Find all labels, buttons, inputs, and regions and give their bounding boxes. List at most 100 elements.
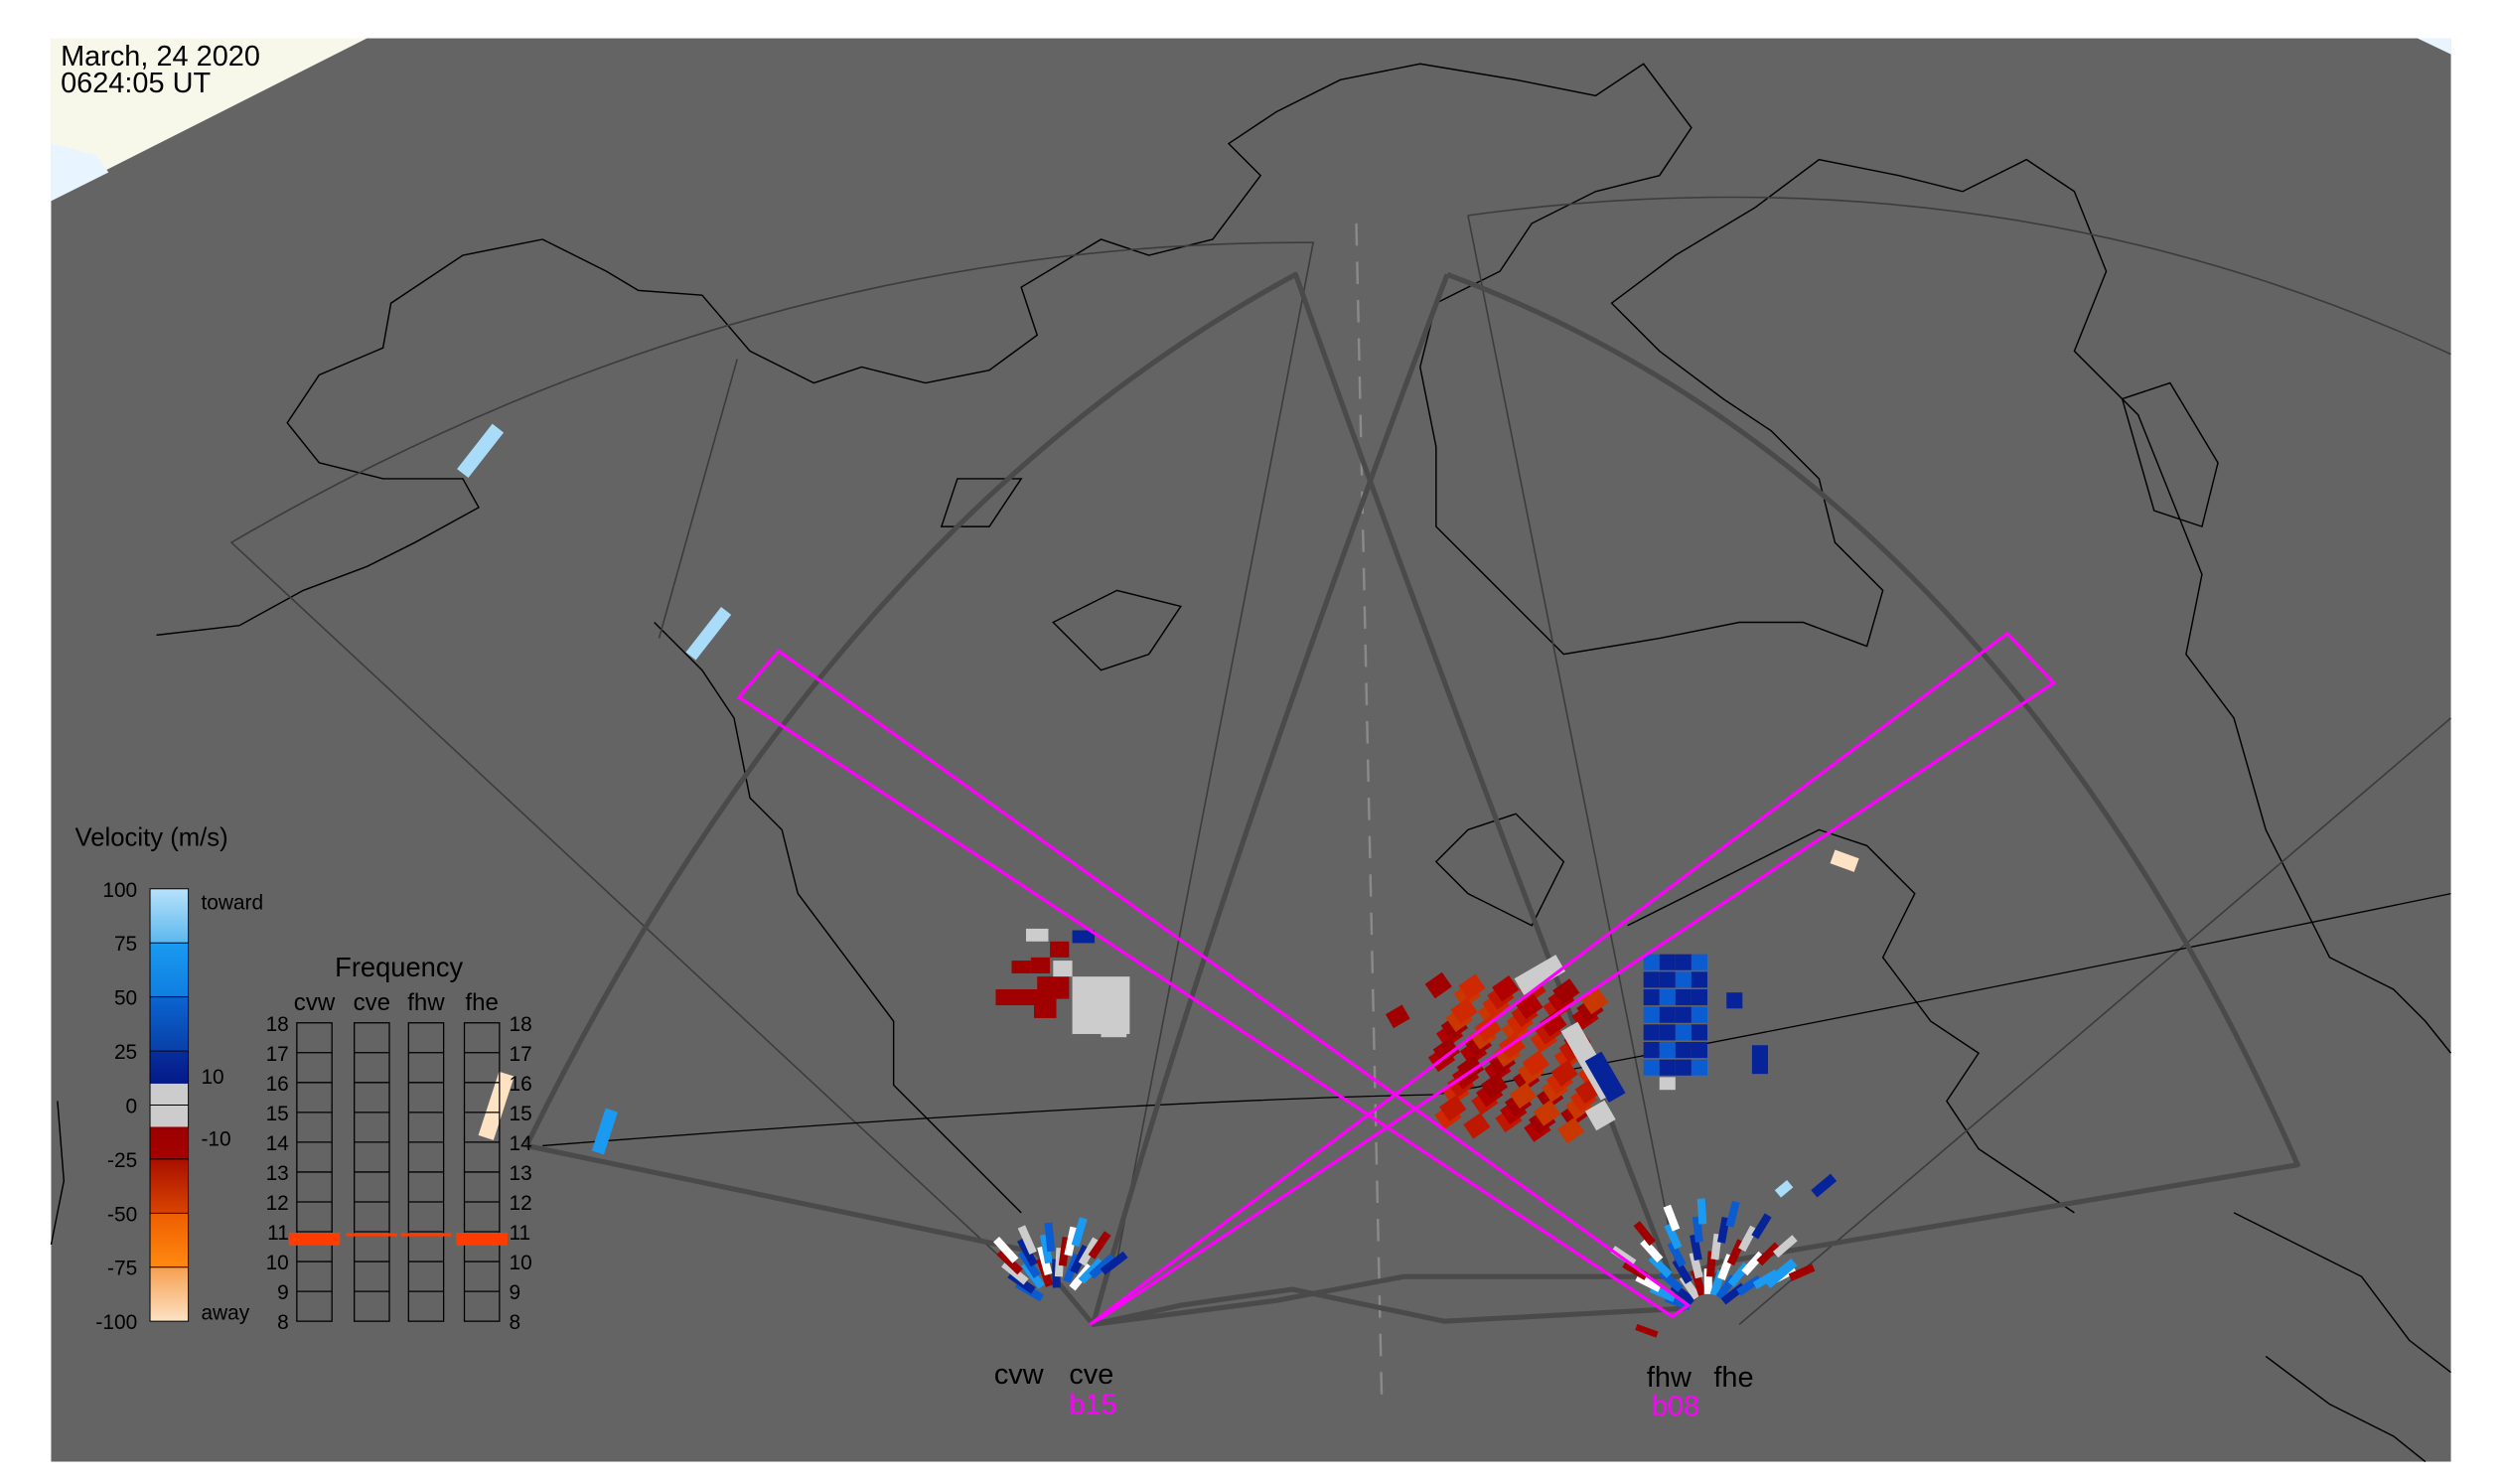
frequency-tick-right: 10 xyxy=(510,1252,532,1274)
scatter-cell xyxy=(1736,1274,1762,1296)
scatter-cell xyxy=(1756,1242,1781,1266)
scatter-cell xyxy=(1514,955,1565,995)
scatter-cell xyxy=(1675,971,1692,988)
coastlines xyxy=(50,63,2452,1463)
sunlit-ocean-right xyxy=(2417,38,2451,55)
scatter-cell xyxy=(1773,1235,1798,1259)
frequency-tick-left: 11 xyxy=(267,1222,289,1245)
scatter-cell xyxy=(1675,1024,1692,1041)
scatter-cell xyxy=(1751,1045,1768,1075)
scatter-cell xyxy=(1648,1254,1673,1278)
frequency-tick-left: 8 xyxy=(277,1311,289,1334)
scatter-cell xyxy=(1788,1263,1816,1281)
scatter-cell xyxy=(1664,1223,1683,1250)
beam-label-cve: b15 xyxy=(1069,1389,1116,1420)
scatter-cell xyxy=(1640,1238,1664,1263)
scatter-cell xyxy=(1696,1198,1707,1225)
pos-threshold-label: 10 xyxy=(201,1066,223,1089)
scatter-cell xyxy=(1738,1225,1758,1253)
meridian-dashed-line xyxy=(1355,223,1384,1405)
scatter-cell xyxy=(1044,1222,1056,1253)
scatter-cell xyxy=(1492,974,1520,1002)
scatter-cell xyxy=(1725,1200,1740,1228)
scatter-cell xyxy=(1011,961,1031,973)
scatter-cell xyxy=(996,1249,1023,1275)
scatter-cell xyxy=(1552,978,1580,1005)
scatter-cell xyxy=(1675,1006,1692,1023)
sunlit-ocean xyxy=(51,143,109,202)
beam-overlays xyxy=(736,631,2057,1326)
radar-label-fhw: fhw xyxy=(1647,1362,1692,1394)
scatter-cell xyxy=(1078,1237,1101,1266)
colorbar-tick-label: -75 xyxy=(107,1258,137,1280)
scatter-cell xyxy=(1675,954,1692,970)
scatter-cell xyxy=(993,1236,1019,1263)
fan-outlines-thick xyxy=(523,271,2300,1327)
away-label: away xyxy=(201,1302,249,1325)
scatter-cell xyxy=(1635,1323,1659,1338)
scatter-cell xyxy=(1643,989,1660,1006)
date-label: March, 24 2020 xyxy=(61,41,260,73)
scatter-cell xyxy=(1726,992,1743,1009)
scatter-cell xyxy=(1691,1006,1707,1023)
scatter-cell xyxy=(1088,1231,1111,1260)
scatter-cell xyxy=(1643,971,1660,988)
scatter-cell xyxy=(1643,1024,1660,1041)
scatter-cell xyxy=(1643,954,1660,970)
scatter-cell xyxy=(1072,930,1096,944)
scatter-cell xyxy=(1751,1213,1772,1240)
scatter-cell xyxy=(591,1108,618,1155)
scatter-cell xyxy=(1643,1059,1660,1076)
colorbar-tick-label: 25 xyxy=(114,1041,137,1064)
night-side xyxy=(51,38,2451,1462)
scatter-cell xyxy=(1509,1082,1538,1110)
scatter-cell xyxy=(1034,995,1057,1018)
frequency-tick-left: 18 xyxy=(266,1013,289,1036)
frequency-tick-right: 18 xyxy=(510,1013,532,1036)
scatter-cell xyxy=(1522,1050,1549,1077)
scatter-cell xyxy=(1774,1179,1794,1198)
scatter-cell xyxy=(478,1071,515,1140)
scatter-cell xyxy=(1667,1241,1687,1267)
time-label: 0624:05 UT xyxy=(61,68,211,99)
scatter-cell xyxy=(1101,1021,1127,1038)
frequency-tick-right: 9 xyxy=(510,1281,521,1304)
neg-threshold-label: -10 xyxy=(201,1127,230,1150)
frequency-tick-left: 14 xyxy=(266,1132,289,1155)
map-frame xyxy=(51,38,2451,1462)
scatter-cell xyxy=(1672,1258,1693,1284)
scatter-cell xyxy=(1037,976,1070,999)
radar-label-cvw: cvw xyxy=(994,1359,1044,1391)
scatter-cell xyxy=(1675,1042,1692,1059)
scatter-cell xyxy=(1691,1269,1706,1296)
scatter-cell xyxy=(1691,1059,1707,1076)
scatter-cell xyxy=(1663,1204,1681,1232)
scatter-cell xyxy=(1659,954,1676,970)
scatter-cell xyxy=(1691,1024,1707,1041)
scatter-cell xyxy=(1001,1261,1029,1285)
beam-label-fhw: b08 xyxy=(1652,1391,1699,1422)
velocity-scatter xyxy=(457,423,1859,1338)
scatter-cell xyxy=(1659,1024,1676,1041)
scatter-cell xyxy=(1556,1116,1585,1144)
colorbar-tick-label: 0 xyxy=(126,1096,138,1118)
scatter-cell xyxy=(1584,1051,1626,1104)
scatter-cell xyxy=(1691,971,1707,988)
legend-title: Velocity (m/s) xyxy=(75,823,228,851)
colorbar-tick-label: -50 xyxy=(107,1203,137,1226)
frequency-marker-cvw xyxy=(288,1233,341,1246)
frequency-tick-left: 17 xyxy=(266,1043,289,1066)
scatter-cell xyxy=(457,423,505,479)
scatter-cell xyxy=(1018,1250,1041,1278)
scatter-cell xyxy=(1703,1268,1712,1294)
scatter-cell xyxy=(1659,989,1676,1006)
scatter-cell xyxy=(1463,1113,1491,1139)
scatter-cell xyxy=(1039,1234,1054,1264)
scatter-cell xyxy=(1633,1221,1656,1247)
scatter-cell xyxy=(1064,1226,1079,1257)
frequency-column-label: fhw xyxy=(407,989,445,1016)
scatter-cell xyxy=(1458,973,1486,1000)
frequency-tick-right: 16 xyxy=(510,1073,532,1096)
scatter-cell xyxy=(1741,1251,1765,1276)
frequency-tick-right: 17 xyxy=(510,1043,532,1066)
